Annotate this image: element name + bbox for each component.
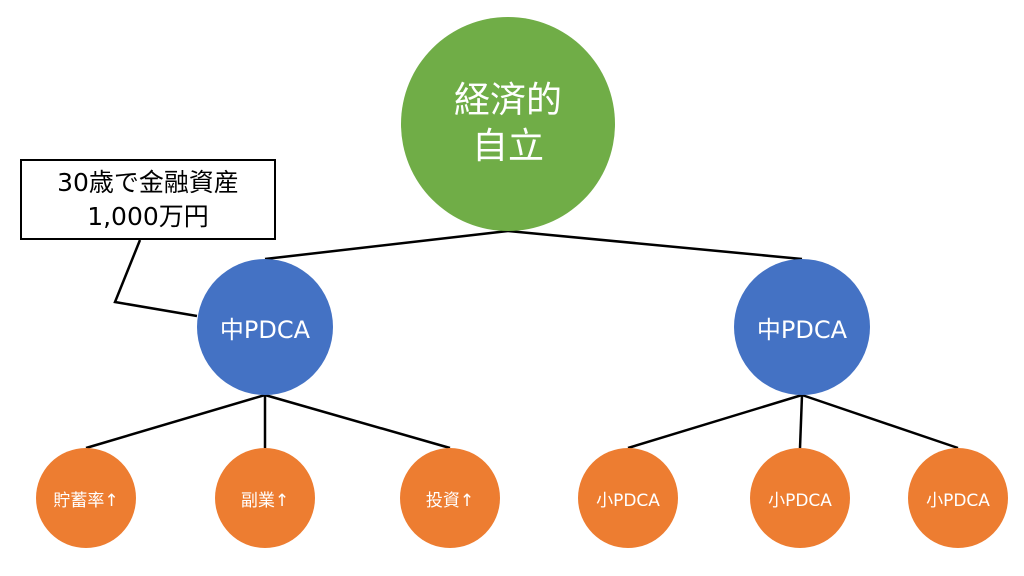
leaf-node-side-job: 副業↑ [215, 448, 315, 548]
root-node-economic-independence: 経済的 自立 [401, 17, 615, 231]
mid-node-label: 中PDCA [219, 315, 311, 344]
connector-mid-left-leaf-1 [85, 393, 266, 450]
callout-line-1: 30歳で金融資産 [57, 167, 239, 197]
leaf-node-label: 副業↑ [240, 490, 290, 511]
goal-callout: 30歳で金融資産 1,000万円 [20, 159, 276, 240]
connector-mid-left-leaf-3 [264, 393, 451, 450]
callout-line-2: 1,000万円 [87, 201, 209, 231]
connector-root-mid-right [507, 229, 803, 261]
connector-mid-right-leaf-2 [798, 394, 804, 449]
leaf-node-investment: 投資↑ [400, 448, 500, 548]
connector-root-mid-left [264, 229, 509, 261]
leaf-node-small-pdca-3: 小PDCA [908, 448, 1008, 548]
leaf-node-label: 小PDCA [768, 490, 832, 511]
mid-node-label: 中PDCA [756, 315, 848, 344]
connector-mid-right-leaf-1 [627, 393, 803, 450]
leaf-node-label: 投資↑ [425, 490, 475, 511]
leaf-node-small-pdca-2: 小PDCA [750, 448, 850, 548]
leaf-node-label: 小PDCA [596, 490, 660, 511]
leaf-node-savings-rate: 貯蓄率↑ [36, 448, 136, 548]
connector-callout-pointer [113, 239, 198, 318]
mid-pdca-node-left: 中PDCA [197, 259, 333, 395]
connector-mid-right-leaf-3 [801, 393, 959, 450]
leaf-node-small-pdca-1: 小PDCA [578, 448, 678, 548]
leaf-node-label: 小PDCA [926, 490, 990, 511]
root-node-label: 経済的 自立 [453, 80, 562, 167]
leaf-node-label: 貯蓄率↑ [53, 490, 119, 511]
mid-pdca-node-right: 中PDCA [734, 259, 870, 395]
